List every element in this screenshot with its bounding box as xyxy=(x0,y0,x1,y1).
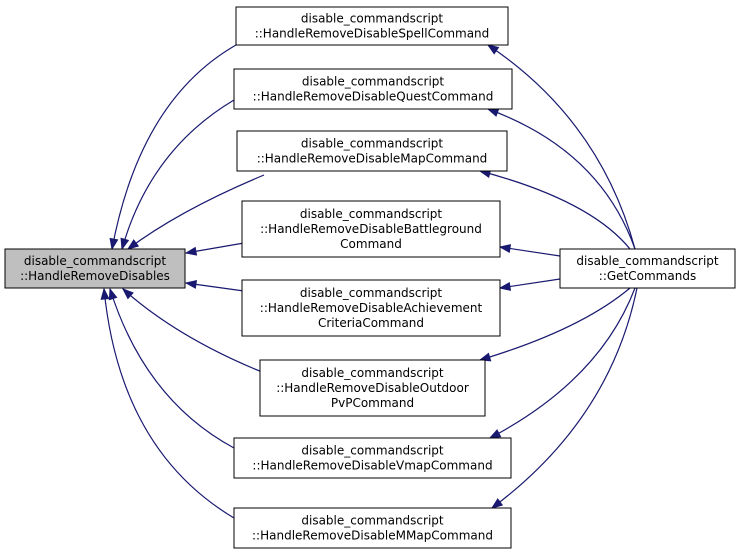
node-label-line: ::HandleRemoveDisables xyxy=(20,269,170,283)
node-label-line: ::HandleRemoveDisableBattleground xyxy=(260,222,482,236)
node-map[interactable]: disable_commandscript::HandleRemoveDisab… xyxy=(236,130,508,172)
edge-line xyxy=(489,287,636,439)
node-label-line: ::HandleRemoveDisableSpellCommand xyxy=(255,27,490,41)
node-mmap[interactable]: disable_commandscript::HandleRemoveDisab… xyxy=(233,507,512,549)
edge-get-commands-to-outdoorpvp xyxy=(478,287,631,362)
edge-line xyxy=(479,170,631,250)
arrowhead-icon xyxy=(498,244,512,254)
node-spell[interactable]: disable_commandscript::HandleRemoveDisab… xyxy=(235,6,509,46)
edge-spell-to-handle-remove-disables xyxy=(109,44,237,251)
node-outdoorpvp[interactable]: disable_commandscript::HandleRemoveDisab… xyxy=(259,359,486,417)
node-box xyxy=(559,248,736,289)
edge-line xyxy=(121,99,235,250)
edge-line xyxy=(109,288,235,449)
arrowhead-icon xyxy=(100,287,110,300)
node-box xyxy=(236,130,508,172)
edge-get-commands-to-achievement xyxy=(498,278,561,291)
node-label-line: ::HandleRemoveDisableMMapCommand xyxy=(252,529,493,543)
node-box xyxy=(233,437,512,479)
edge-get-commands-to-vmap xyxy=(488,287,636,439)
node-handle-remove-disables[interactable]: disable_commandscript::HandleRemoveDisab… xyxy=(4,248,186,289)
edge-quest-to-handle-remove-disables xyxy=(120,99,235,251)
edge-get-commands-to-mmap xyxy=(490,287,638,509)
node-box xyxy=(259,359,486,417)
node-label-line: disable_commandscript xyxy=(24,254,167,268)
nodes-layer: disable_commandscript::HandleRemoveDisab… xyxy=(4,6,736,549)
node-battleground[interactable]: disable_commandscript::HandleRemoveDisab… xyxy=(241,200,501,258)
node-label-line: disable_commandscript xyxy=(301,137,444,151)
arrowhead-icon xyxy=(184,279,198,289)
edge-vmap-to-handle-remove-disables xyxy=(108,287,235,449)
edge-achievement-to-handle-remove-disables xyxy=(184,279,245,292)
node-label-line: ::HandleRemoveDisableOutdoor xyxy=(276,381,469,395)
edge-line xyxy=(487,44,636,250)
edge-battleground-to-handle-remove-disables xyxy=(184,242,245,256)
node-box xyxy=(241,279,501,337)
edge-line xyxy=(479,287,631,361)
node-box xyxy=(4,248,186,289)
node-label-line: disable_commandscript xyxy=(302,75,445,89)
node-label-line: PvPCommand xyxy=(331,396,414,410)
arrowhead-icon xyxy=(486,44,500,55)
edge-get-commands-to-battleground xyxy=(498,244,561,257)
edges-layer xyxy=(100,44,638,519)
edge-mmap-to-handle-remove-disables xyxy=(100,287,235,519)
arrowhead-icon xyxy=(126,239,140,250)
arrowhead-icon xyxy=(488,429,502,439)
edge-line xyxy=(491,287,638,509)
node-label-line: disable_commandscript xyxy=(301,444,444,458)
arrowhead-icon xyxy=(108,287,118,301)
node-vmap[interactable]: disable_commandscript::HandleRemoveDisab… xyxy=(233,437,512,479)
node-box xyxy=(233,68,513,110)
edge-line xyxy=(122,288,273,377)
node-label-line: ::HandleRemoveDisableVmapCommand xyxy=(252,459,492,473)
node-achievement[interactable]: disable_commandscript::HandleRemoveDisab… xyxy=(241,279,501,337)
node-label-line: ::HandleRemoveDisableMapCommand xyxy=(257,152,488,166)
arrowhead-icon xyxy=(121,288,134,300)
node-box xyxy=(235,6,509,46)
node-box xyxy=(233,507,512,549)
node-label-line: disable_commandscript xyxy=(300,286,443,300)
edge-line xyxy=(487,108,636,250)
edge-get-commands-to-map xyxy=(478,169,631,250)
arrowhead-icon xyxy=(184,246,198,256)
edge-get-commands-to-spell xyxy=(486,44,636,250)
node-label-line: CriteriaCommand xyxy=(318,316,424,330)
node-label-line: disable_commandscript xyxy=(301,366,444,380)
node-label-line: ::GetCommands xyxy=(599,269,696,283)
edge-map-to-handle-remove-disables xyxy=(126,174,265,250)
node-label-line: disable_commandscript xyxy=(301,514,444,528)
arrowhead-icon xyxy=(109,237,119,251)
node-box xyxy=(241,200,501,258)
edge-line xyxy=(127,174,265,250)
node-label-line: disable_commandscript xyxy=(300,207,443,221)
node-label-line: ::HandleRemoveDisableAchievement xyxy=(260,301,483,315)
node-label-line: ::HandleRemoveDisableQuestCommand xyxy=(253,90,494,104)
arrowhead-icon xyxy=(120,237,130,251)
arrowhead-icon xyxy=(498,281,512,291)
edge-line xyxy=(111,44,237,250)
node-label-line: Command xyxy=(340,237,402,251)
arrowhead-icon xyxy=(486,108,500,117)
node-label-line: disable_commandscript xyxy=(576,254,719,268)
edge-get-commands-to-quest xyxy=(486,108,636,250)
node-quest[interactable]: disable_commandscript::HandleRemoveDisab… xyxy=(233,68,513,110)
edge-line xyxy=(103,288,235,519)
node-get-commands[interactable]: disable_commandscript::GetCommands xyxy=(559,248,736,289)
edge-outdoorpvp-to-handle-remove-disables xyxy=(121,288,273,377)
arrowhead-icon xyxy=(490,498,504,509)
node-label-line: disable_commandscript xyxy=(301,12,444,26)
